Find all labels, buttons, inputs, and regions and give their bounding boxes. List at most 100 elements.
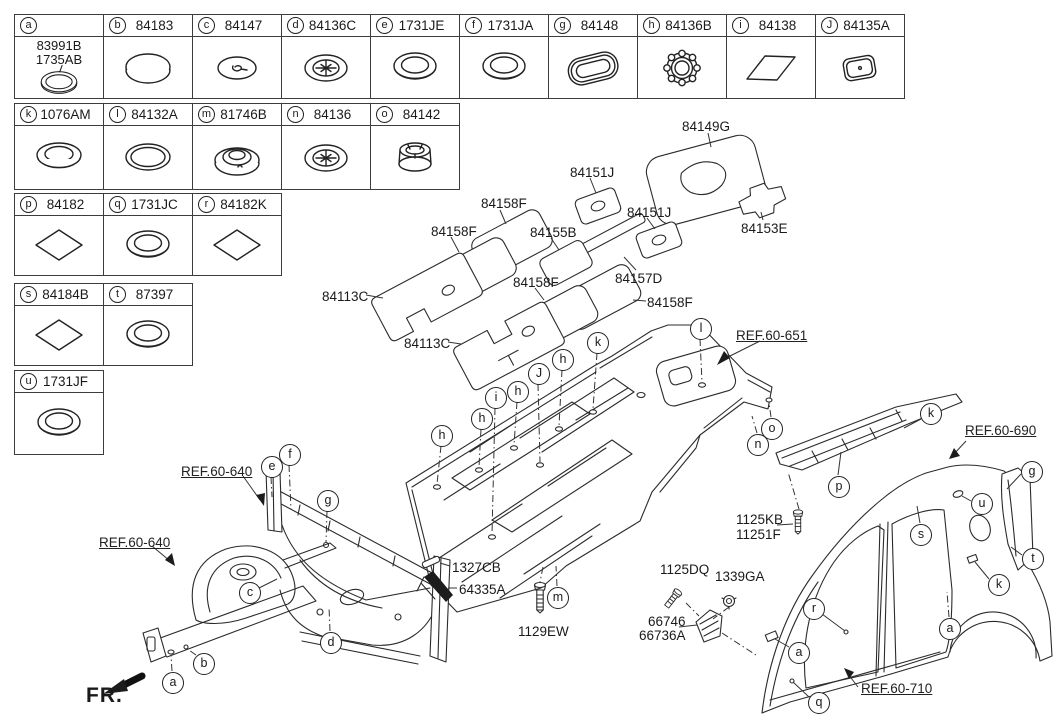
- part-label-84158F[interactable]: 84158F: [513, 275, 559, 290]
- callout-r[interactable]: r: [803, 598, 825, 620]
- part-label-66736A[interactable]: 66736A: [639, 628, 686, 643]
- callout-p[interactable]: p: [828, 476, 850, 498]
- grommet-icon: [126, 319, 170, 348]
- part-number: 87397: [135, 287, 174, 302]
- callout-h[interactable]: h: [471, 408, 493, 430]
- part-label-1339GA[interactable]: 1339GA: [715, 569, 765, 584]
- callout-h[interactable]: h: [552, 349, 574, 371]
- part-label-84158F[interactable]: 84158F: [431, 224, 477, 239]
- callout-i[interactable]: i: [485, 387, 507, 409]
- callout-letter: o: [376, 106, 393, 123]
- part-label-66746[interactable]: 66746: [648, 614, 686, 629]
- pad-icon: [35, 318, 83, 351]
- part-label-1129EW[interactable]: 1129EW: [518, 624, 569, 639]
- side-panel: [761, 464, 1053, 714]
- grommet-icon: [564, 48, 622, 88]
- callout-a[interactable]: a: [162, 672, 184, 694]
- callout-k[interactable]: k: [920, 403, 942, 425]
- part-number: 84148: [580, 18, 619, 33]
- callout-letter: u: [20, 373, 37, 390]
- part-label-1125DQ[interactable]: 1125DQ: [660, 562, 710, 577]
- part-label-1125KB[interactable]: 1125KB: [736, 512, 784, 527]
- callout-m[interactable]: m: [547, 587, 569, 609]
- part-label-84157D[interactable]: 84157D: [615, 271, 663, 286]
- dash-panel-assembly: [265, 469, 451, 665]
- callout-e[interactable]: e: [261, 456, 283, 478]
- callout-letter: r: [198, 196, 215, 213]
- callout-letter: e: [376, 17, 393, 34]
- part-label-64335A[interactable]: 64335A: [459, 582, 506, 597]
- callout-k[interactable]: k: [988, 574, 1010, 596]
- part-number: 1731JC: [131, 197, 178, 212]
- part-label-84158F[interactable]: 84158F: [481, 196, 527, 211]
- callout-a[interactable]: a: [788, 642, 810, 664]
- part-number: 84136C: [308, 18, 357, 33]
- callout-u[interactable]: u: [971, 493, 993, 515]
- grommet-icon: [663, 49, 701, 86]
- part-label-84155B[interactable]: 84155B: [530, 225, 577, 240]
- part-label-11251F[interactable]: 11251F: [736, 527, 781, 542]
- callout-g[interactable]: g: [1021, 461, 1043, 483]
- callout-letter: b: [109, 17, 126, 34]
- part-label-1327CB[interactable]: 1327CB: [452, 560, 501, 575]
- callout-k[interactable]: k: [587, 332, 609, 354]
- part-label-84151J[interactable]: 84151J: [570, 165, 615, 180]
- ref-link-60-640[interactable]: REF.60-640: [99, 535, 171, 550]
- callout-h[interactable]: h: [507, 381, 529, 403]
- ref-link-60-651[interactable]: REF.60-651: [736, 328, 808, 343]
- ref-link-60-690[interactable]: REF.60-690: [965, 423, 1037, 438]
- callout-o[interactable]: o: [761, 418, 783, 440]
- callout-t[interactable]: t: [1022, 548, 1044, 570]
- callout-d[interactable]: d: [320, 632, 342, 654]
- part-label-84158F[interactable]: 84158F: [647, 295, 693, 310]
- part-label-84151J[interactable]: 84151J: [627, 205, 672, 220]
- part-number: 84136B: [665, 18, 712, 33]
- part-label-84153E[interactable]: 84153E: [741, 221, 788, 236]
- callout-J[interactable]: J: [528, 363, 550, 385]
- ref-link-60-710[interactable]: REF.60-710: [861, 681, 933, 696]
- callout-l[interactable]: l: [690, 318, 712, 340]
- callout-f[interactable]: f: [279, 444, 301, 466]
- part-cell-q[interactable]: q 1731JC: [103, 193, 193, 276]
- part-label-84113C[interactable]: 84113C: [322, 289, 369, 304]
- ref-link-60-640[interactable]: REF.60-640: [181, 464, 253, 479]
- callout-g[interactable]: g: [317, 490, 339, 512]
- callout-s[interactable]: s: [910, 524, 932, 546]
- plug-icon: [125, 142, 171, 171]
- front-direction-label: FR.: [86, 684, 123, 707]
- callout-dash-lines: [170, 338, 950, 672]
- callout-c[interactable]: c: [239, 582, 261, 604]
- callout-n[interactable]: n: [747, 434, 769, 456]
- callout-h[interactable]: h: [431, 425, 453, 447]
- part-label-84149G[interactable]: 84149G: [682, 119, 731, 134]
- callout-letter: q: [109, 196, 126, 213]
- callout-q[interactable]: q: [808, 692, 830, 714]
- callout-a[interactable]: a: [939, 618, 961, 640]
- floor-pan: [405, 324, 773, 613]
- callout-b[interactable]: b: [193, 653, 215, 675]
- pad-icon: [35, 228, 83, 261]
- part-label-84113C[interactable]: 84113C: [404, 336, 451, 351]
